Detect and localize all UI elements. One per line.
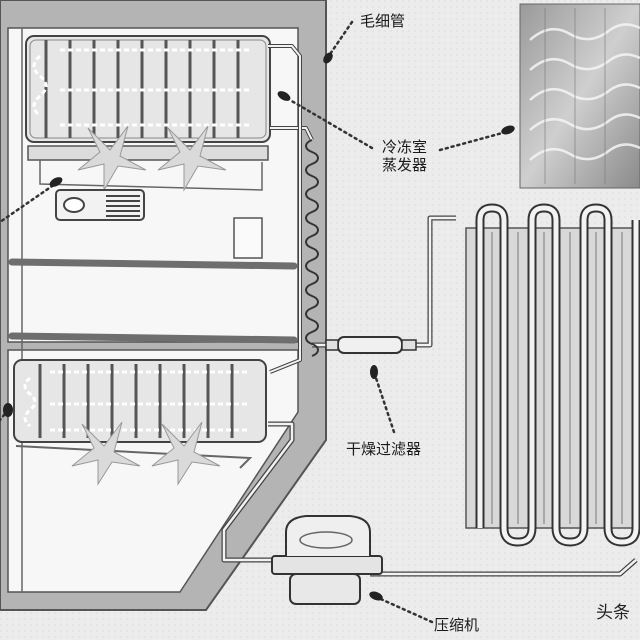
- probe-box: [233, 217, 263, 259]
- upper-evaporator: [25, 35, 271, 191]
- shelves: [8, 258, 298, 344]
- control-unit: [55, 189, 145, 221]
- condenser: [465, 203, 640, 547]
- evaporator-photo: [519, 3, 640, 189]
- evaporator-label-line2: 蒸发器: [382, 156, 427, 174]
- watermark: 头条: [596, 603, 630, 623]
- filter-drier-label: 干燥过滤器: [346, 440, 421, 458]
- refrigerant-piping: [221, 44, 638, 577]
- compressor-label: 压缩机: [434, 616, 479, 634]
- leader-pointers: [3, 52, 515, 601]
- cold-air-lower: [71, 421, 221, 486]
- capillary-coil: [305, 139, 319, 357]
- compressor: [271, 515, 383, 605]
- evaporator-label-line1: 冷冻室: [382, 138, 427, 156]
- lower-evaporator: [13, 359, 267, 469]
- capillary-label: 毛细管: [360, 12, 405, 30]
- filter-drier: [325, 336, 417, 354]
- cold-air-upper: [77, 125, 227, 192]
